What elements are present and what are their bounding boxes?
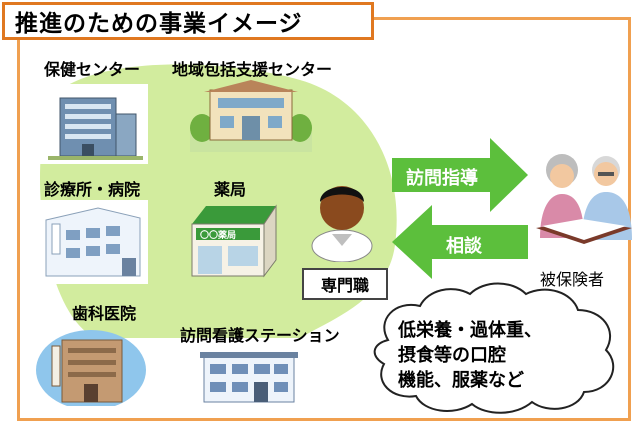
insured-person-label: 被保険者	[540, 270, 605, 289]
pharmacy-building-icon	[191, 204, 277, 278]
arrow-right	[392, 138, 528, 212]
arrow-label-visit-guidance: 訪問指導	[406, 168, 478, 189]
professional-person-icon	[311, 186, 373, 262]
label-home-nursing: 訪問看護ステーション	[180, 326, 340, 345]
support-center-building-icon	[190, 80, 312, 152]
cloud-line-2: 摂食等の口腔	[398, 345, 506, 366]
office-building-icon	[38, 84, 148, 164]
arrow-left	[392, 205, 528, 279]
dental-clinic-building-icon	[36, 330, 146, 406]
pharmacy-sign: 〇〇薬局	[200, 231, 237, 241]
label-health-center: 保健センター	[44, 60, 141, 79]
cloud-shape	[373, 282, 615, 414]
cloud-line-1: 低栄養・過体重、	[398, 320, 542, 341]
professional-label: 専門職	[302, 268, 388, 300]
elderly-couple-icon	[536, 154, 632, 244]
cloud-line-3: 機能、服薬など	[398, 370, 524, 391]
label-clinic-hospital: 診療所・病院	[44, 180, 141, 199]
arrow-label-consultation: 相談	[446, 236, 482, 257]
label-community-support: 地域包括支援センター	[172, 60, 333, 79]
label-dental: 歯科医院	[72, 304, 137, 323]
hospital-building-icon	[38, 200, 148, 284]
nursing-station-building-icon	[196, 346, 304, 410]
label-pharmacy: 薬局	[214, 180, 247, 199]
page-title: 推進のための事業イメージ	[2, 2, 374, 40]
cloud-text: 低栄養・過体重、 摂食等の口腔 機能、服薬など	[398, 318, 598, 393]
